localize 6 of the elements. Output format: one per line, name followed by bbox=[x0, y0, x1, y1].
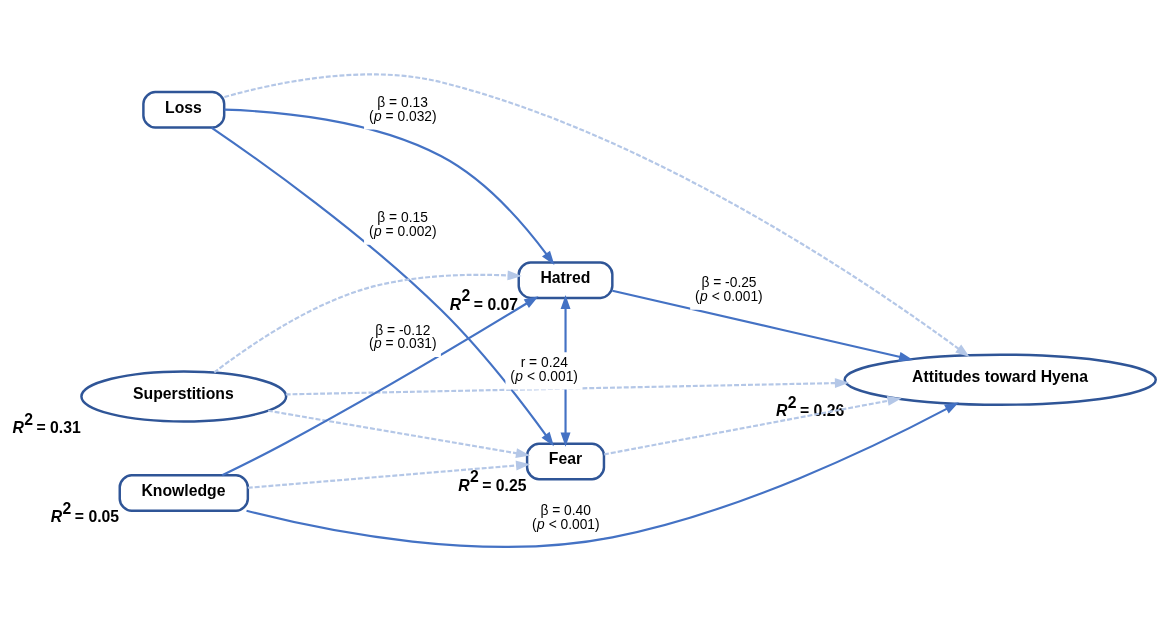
edge-label: β = -0.12 (p = 0.031) bbox=[368, 322, 437, 352]
edge-label: β = 0.15 (p = 0.002) bbox=[368, 210, 437, 240]
edge-label: β = 0.13 (p = 0.032) bbox=[368, 95, 437, 124]
edge-label: β = 0.40 (p < 0.001) bbox=[532, 502, 600, 532]
edge-label: r = 0.24 (p < 0.001) bbox=[510, 355, 578, 384]
edge-label: β = -0.25 (p < 0.001) bbox=[695, 275, 763, 305]
